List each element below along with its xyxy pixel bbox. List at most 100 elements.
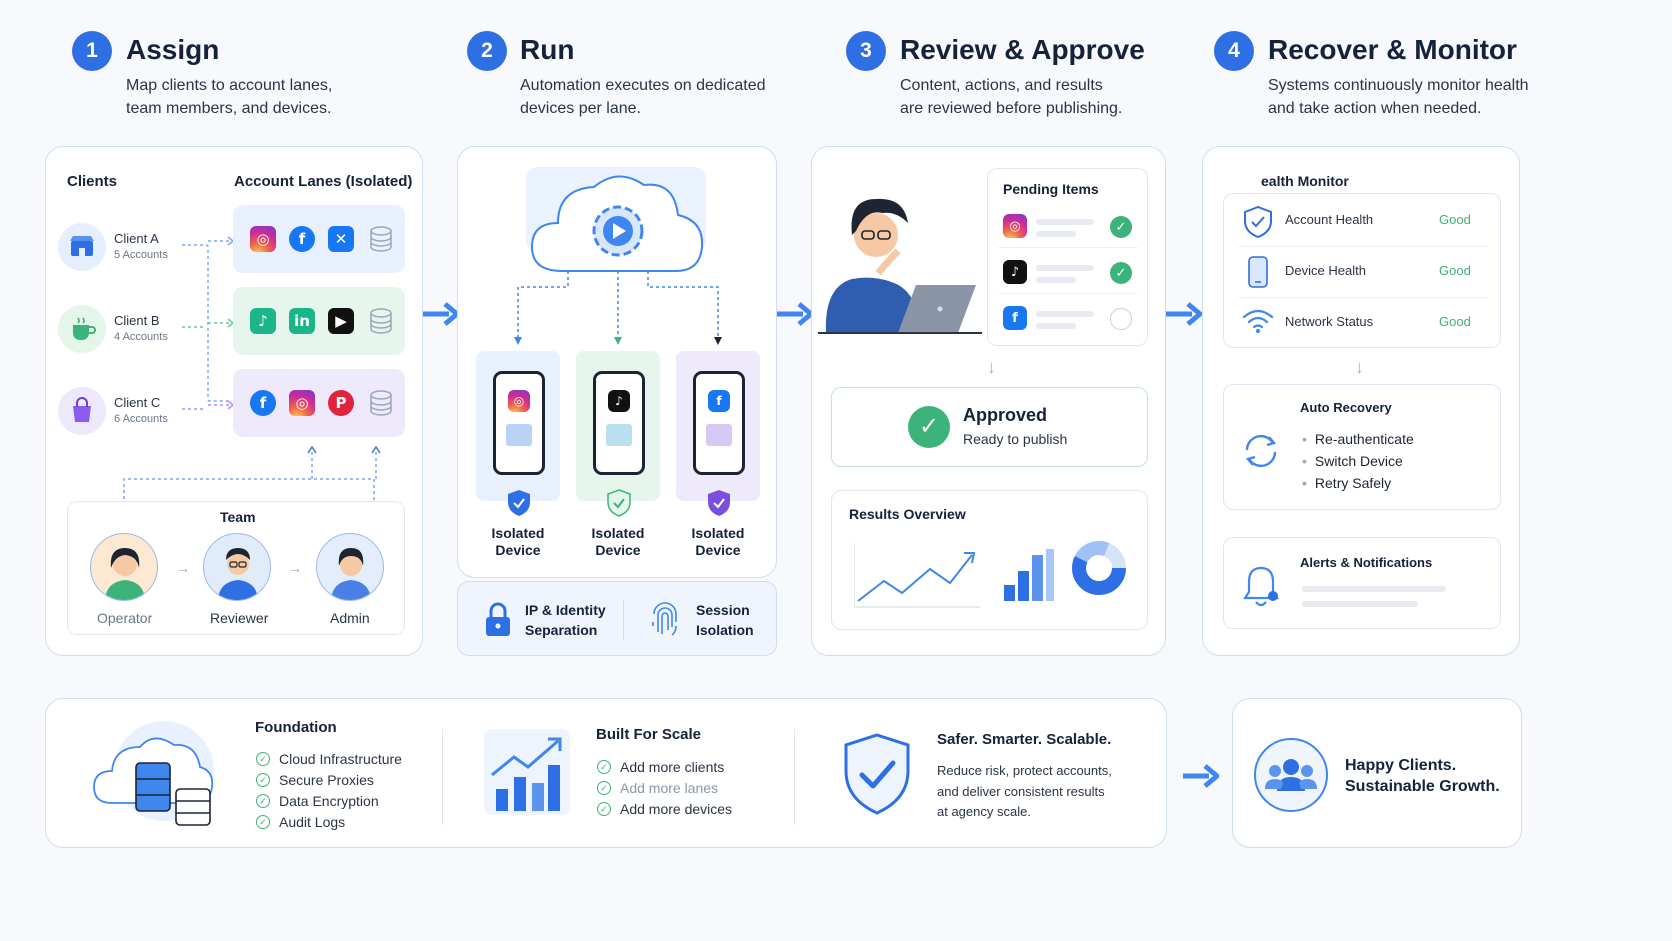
flow-arrow-icon <box>777 302 813 326</box>
reviewer-laptop-illustration <box>818 198 982 334</box>
health-row-label: Account Health <box>1285 212 1374 227</box>
cloud-automation-icon <box>530 175 704 272</box>
tiktok-icon: ♪ <box>250 308 276 334</box>
scale-list: ✓Add more clients ✓Add more lanes ✓Add m… <box>597 759 732 822</box>
arrow-down-icon: ↓ <box>1355 357 1364 377</box>
cloud-connectors <box>514 271 722 345</box>
lanes-heading: Account Lanes (Isolated) <box>234 173 413 190</box>
results-heading: Results Overview <box>849 506 966 522</box>
facebook-icon: f <box>289 226 315 252</box>
health-row-label: Network Status <box>1285 314 1374 329</box>
operator-avatar <box>90 533 158 601</box>
check-icon: ✓ <box>597 760 611 774</box>
results-overview-card: Results Overview <box>831 490 1148 630</box>
recovery-item: Retry Safely <box>1302 475 1414 491</box>
check-circle-icon: ✓ <box>1110 216 1132 238</box>
check-icon: ✓ <box>256 773 270 787</box>
check-icon: ✓ <box>256 752 270 766</box>
step-title: Run <box>520 34 575 65</box>
team-member-label: Admin <box>330 610 370 626</box>
account-lane-c: f ◎ P <box>233 369 405 437</box>
team-heading: Team <box>220 509 256 525</box>
tiktok-icon: ♪ <box>1003 260 1027 284</box>
team-member-label: Reviewer <box>210 610 269 626</box>
happy-clients-card: Happy Clients.Sustainable Growth. <box>1232 698 1522 848</box>
facebook-icon: f <box>1003 306 1027 330</box>
client-accounts: 6 Accounts <box>114 413 168 425</box>
clients-heading: Clients <box>67 173 118 190</box>
flow-arrow-icon <box>1183 764 1219 788</box>
fingerprint-icon <box>652 602 677 636</box>
shield-check-icon <box>508 490 530 516</box>
admin-avatar <box>316 533 384 601</box>
flow-arrow-icon <box>423 302 459 326</box>
instagram-icon: ◎ <box>250 226 276 252</box>
flow-arrow-icon <box>1166 302 1202 326</box>
isolated-device-1: ◎ <box>476 351 560 501</box>
growth-chart-icon <box>484 729 570 815</box>
scale-item: ✓Add more lanes <box>597 780 732 796</box>
phone-icon <box>1248 256 1268 288</box>
approved-check-icon: ✓ <box>908 406 950 448</box>
bar-chart-icon <box>1004 549 1054 601</box>
step-title: Assign <box>126 34 220 65</box>
empty-circle-icon <box>1110 308 1132 330</box>
scale-heading: Built For Scale <box>596 726 702 743</box>
coffee-cup-icon <box>58 305 106 353</box>
step-desc-line2: team members, and devices. <box>126 100 332 117</box>
step-desc-line2: and take action when needed. <box>1268 100 1482 117</box>
health-status-card: Account Health Good Device Health Good N… <box>1223 193 1501 348</box>
x-twitter-icon: ✕ <box>328 226 354 252</box>
arrow-right-icon: → <box>288 560 302 576</box>
step-number-badge: 2 <box>467 31 507 71</box>
image-icon <box>606 424 632 446</box>
recovery-item: Re-authenticate <box>1302 431 1414 447</box>
check-icon: ✓ <box>256 815 270 829</box>
health-status-good: Good <box>1439 212 1471 227</box>
arrow-right-icon: → <box>176 560 190 576</box>
team-member-label: Operator <box>97 610 153 626</box>
image-icon <box>706 424 732 446</box>
facebook-icon: f <box>708 390 730 412</box>
auto-recovery-card: Auto Recovery Re-authenticate Switch Dev… <box>1223 384 1501 510</box>
assign-panel: Clients Account Lanes (Isolated) Client … <box>45 146 423 656</box>
foundation-heading: Foundation <box>255 719 337 736</box>
isolated-device-2: ♪ <box>576 351 660 501</box>
health-status-good: Good <box>1439 263 1471 278</box>
reviewer-avatar <box>203 533 271 601</box>
step-title: Recover & Monitor <box>1268 34 1517 65</box>
pending-heading: Pending Items <box>1003 181 1099 197</box>
foundation-strip: Foundation ✓Cloud Infrastructure ✓Secure… <box>45 698 1167 848</box>
shield-check-icon <box>844 733 910 815</box>
client-name: Client B <box>114 313 160 328</box>
check-icon: ✓ <box>597 802 611 816</box>
monitor-panel: ealth Monitor Account Health Good Device… <box>1202 146 1520 656</box>
client-name: Client C <box>114 395 161 410</box>
safer-heading: Safer. Smarter. Scalable. <box>937 731 1112 748</box>
refresh-icon <box>1245 434 1277 468</box>
account-lane-a: ◎ f ✕ <box>233 205 405 273</box>
review-panel: Pending Items ◎ ✓ ♪ ✓ f ↓ ✓ Approved Rea… <box>811 146 1166 656</box>
foundation-list: ✓Cloud Infrastructure ✓Secure Proxies ✓D… <box>256 751 402 835</box>
bell-icon <box>1242 566 1280 607</box>
pinterest-icon: P <box>328 390 354 416</box>
health-status-good: Good <box>1439 314 1471 329</box>
safer-description: Reduce risk, protect accounts,and delive… <box>937 763 1112 819</box>
database-icon <box>370 226 392 252</box>
check-circle-icon: ✓ <box>1110 262 1132 284</box>
health-row-label: Device Health <box>1285 263 1366 278</box>
cloud-database-icon <box>93 721 214 826</box>
alerts-card: Alerts & Notifications <box>1223 537 1501 629</box>
foundation-item: ✓Data Encryption <box>256 793 402 809</box>
line-chart-icon <box>854 543 980 608</box>
client-accounts: 4 Accounts <box>114 331 168 343</box>
linkedin-icon: in <box>289 308 315 334</box>
approved-card: ✓ Approved Ready to publish <box>831 387 1148 467</box>
client-name: Client A <box>114 231 159 246</box>
shield-check-icon <box>1244 206 1272 238</box>
